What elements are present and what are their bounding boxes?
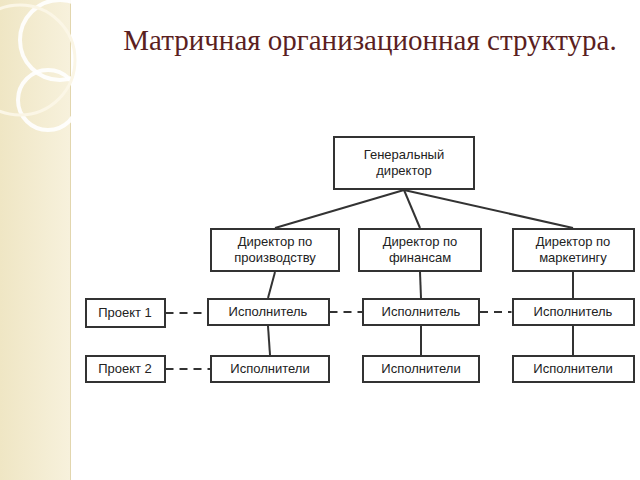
box-label: Директор по производству bbox=[218, 234, 332, 266]
ornament-ring bbox=[18, 70, 78, 130]
executor-box: Исполнители bbox=[210, 355, 330, 383]
box-label: Исполнитель bbox=[534, 304, 613, 320]
head-box: Генеральный директор bbox=[333, 136, 475, 190]
executor-box: Исполнитель bbox=[512, 298, 635, 326]
box-label: Исполнитель bbox=[229, 304, 308, 320]
box-label: Исполнители bbox=[230, 361, 309, 377]
project-box: Проект 1 bbox=[85, 298, 166, 328]
reporting-line bbox=[404, 190, 420, 228]
ornament-ring bbox=[0, 5, 75, 115]
project-link bbox=[166, 312, 207, 314]
box-label: Директор по финансам bbox=[366, 234, 474, 266]
box-label: Директор по маркетингу bbox=[520, 234, 627, 266]
project-link bbox=[480, 311, 512, 313]
reporting-line bbox=[268, 326, 270, 355]
reporting-line bbox=[420, 326, 422, 355]
box-label: Исполнители bbox=[381, 361, 460, 377]
box-label: Исполнители bbox=[533, 361, 612, 377]
executor-box: Исполнители bbox=[362, 355, 480, 383]
strip-edge bbox=[70, 0, 71, 480]
project-link bbox=[330, 311, 363, 313]
project-link bbox=[166, 368, 211, 370]
director-box: Директор по финансам bbox=[358, 228, 482, 272]
executor-box: Исполнитель bbox=[362, 298, 480, 326]
director-box: Директор по производству bbox=[210, 228, 340, 272]
reporting-line bbox=[572, 326, 574, 355]
box-label: Проект 2 bbox=[98, 361, 152, 377]
director-box: Директор по маркетингу bbox=[512, 228, 635, 272]
executor-box: Исполнители bbox=[512, 355, 635, 383]
box-label: Генеральный директор bbox=[341, 147, 467, 179]
reporting-line bbox=[420, 272, 421, 298]
executor-box: Исполнитель bbox=[207, 298, 330, 326]
slide-title: Матричная организационная структура. bbox=[120, 22, 620, 58]
ornament-ring bbox=[20, 0, 100, 80]
box-label: Проект 1 bbox=[98, 305, 152, 321]
reporting-line bbox=[268, 272, 275, 298]
reporting-line bbox=[275, 190, 404, 228]
box-label: Исполнитель bbox=[382, 304, 461, 320]
reporting-line bbox=[572, 272, 574, 298]
reporting-line bbox=[404, 190, 573, 228]
project-box: Проект 2 bbox=[85, 355, 166, 383]
